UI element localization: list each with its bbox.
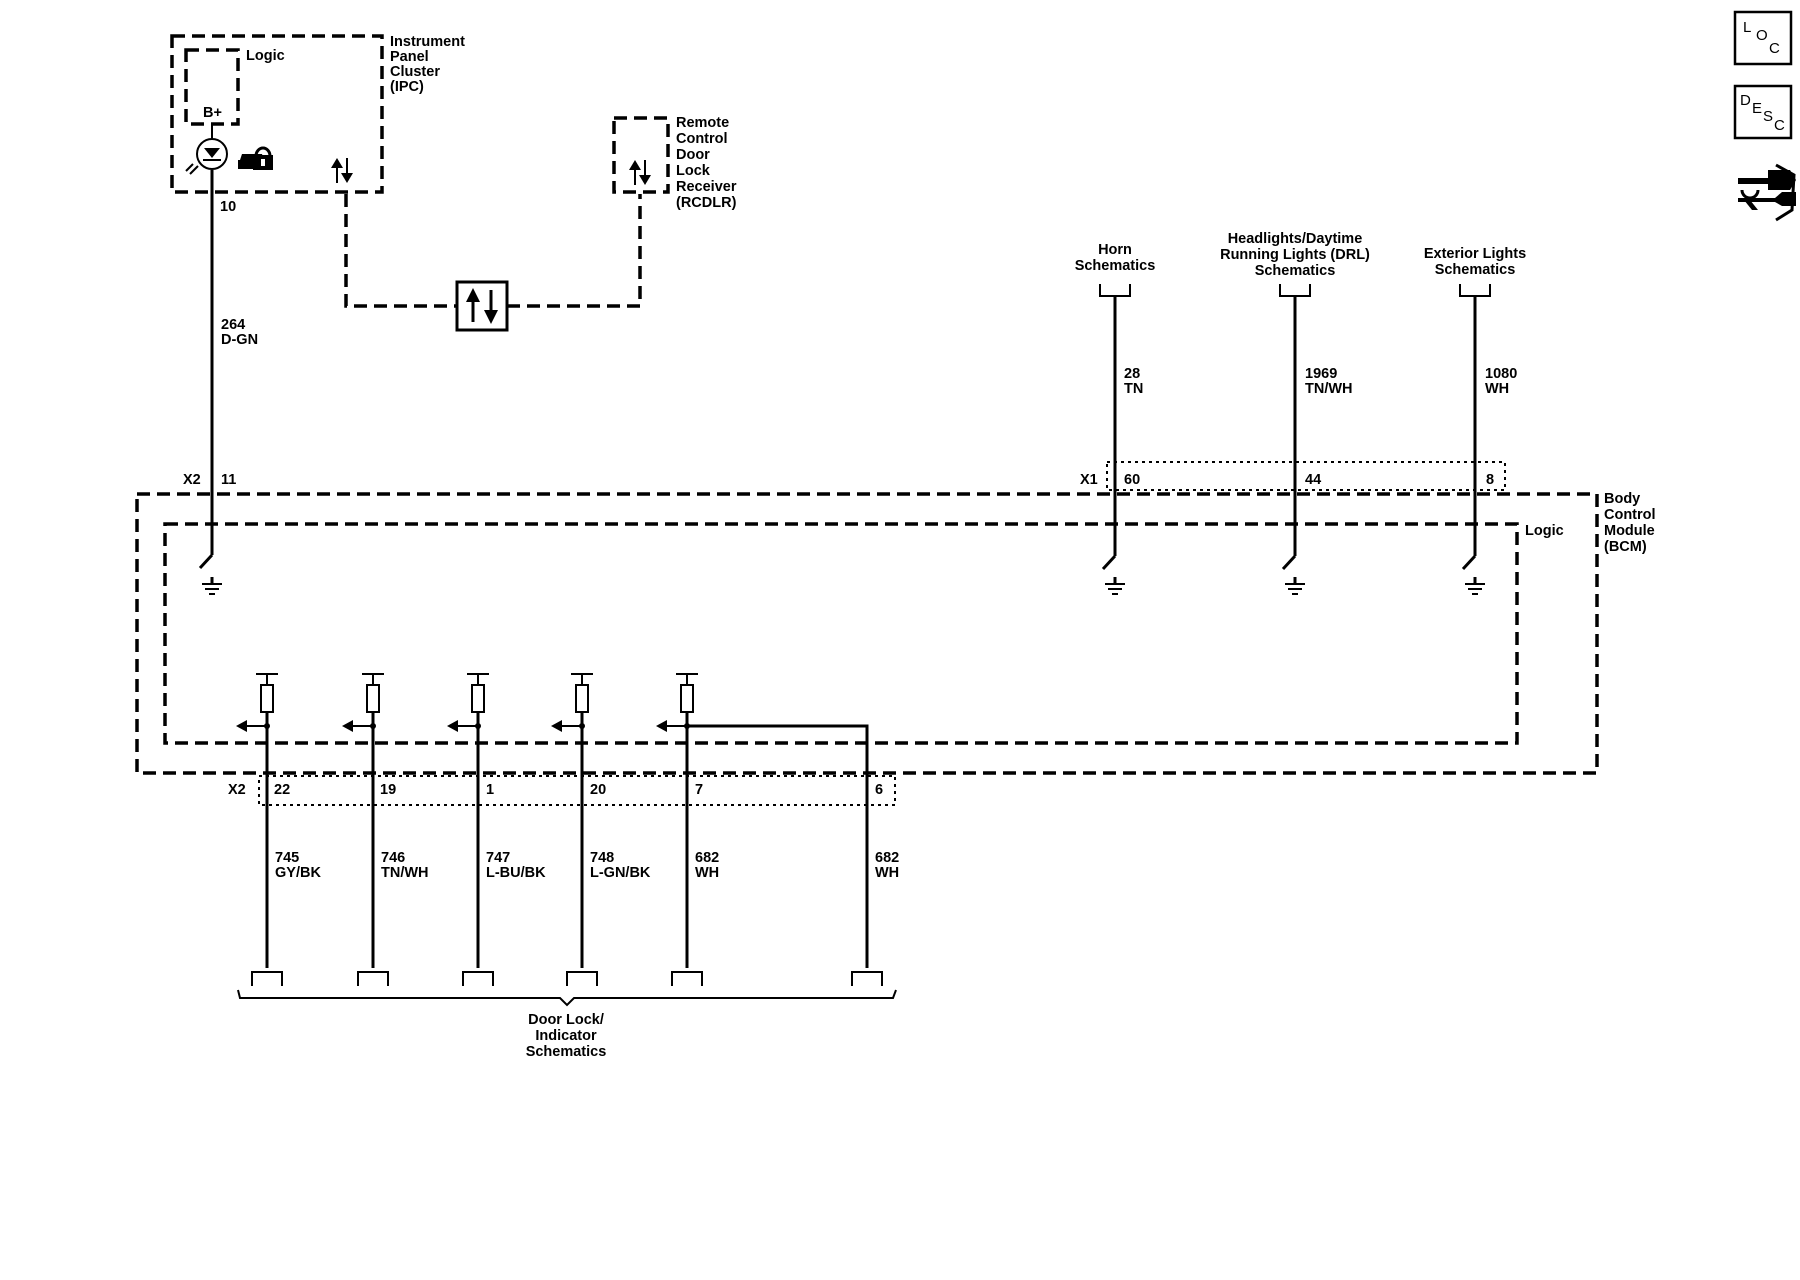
rcdlr-name-line2: Control [676, 131, 728, 147]
x2-pin-20: 20 [590, 782, 606, 798]
loc-char-l: L [1743, 19, 1751, 36]
ext-ref-line1: Exterior Lights [1424, 246, 1526, 262]
wire-264-circuit: 264 [221, 317, 245, 333]
wire-682a-color: WH [695, 865, 719, 881]
horn-wire-color: TN [1124, 381, 1143, 397]
rcdlr-name-line4: Lock [676, 163, 711, 179]
ext-wire-color: WH [1485, 381, 1509, 397]
rcdlr-boundary [612, 116, 670, 194]
rcdlr-name-line5: Receiver [676, 179, 737, 195]
rcdlr-name-line1: Remote [676, 115, 729, 131]
loc-char-o: O [1756, 27, 1768, 44]
wire-746-color: TN/WH [381, 865, 429, 881]
wire-746-circuit: 746 [381, 850, 405, 866]
rcdlr-name-line3: Door [676, 147, 710, 163]
door-lock-ref-line1: Door Lock/ [528, 1012, 604, 1028]
output-745: 745 GY/BK [236, 673, 321, 986]
wire-748-circuit: 748 [590, 850, 614, 866]
x2-pin-19: 19 [380, 782, 396, 798]
x1-pin-44: 44 [1305, 472, 1321, 488]
x1-connector [1106, 461, 1506, 491]
drl-ref-line2: Running Lights (DRL) [1220, 247, 1370, 263]
output-682-a: 682 WH [656, 673, 869, 986]
ipc-name-line1: Instrument [390, 34, 465, 50]
x2-bottom-connector-label: X2 [228, 782, 246, 798]
ipc-bplus-label: B+ [203, 105, 222, 121]
bcm-logic-label: Logic [1525, 523, 1564, 539]
ipc-name-line2: Panel [390, 49, 429, 65]
desc-char-s: S [1763, 108, 1773, 125]
bcm-name-line1: Body [1604, 491, 1640, 507]
horn-wire-circuit: 28 [1124, 366, 1140, 382]
drl-ref-line1: Headlights/Daytime [1228, 231, 1363, 247]
wire-748-color: L-GN/BK [590, 865, 651, 881]
wire-682b-circuit: 682 [875, 850, 899, 866]
desc-char-e: E [1752, 100, 1762, 117]
x1-connector-label: X1 [1080, 472, 1098, 488]
wire-682b-color: WH [875, 865, 899, 881]
ext-ref-line2: Schematics [1435, 262, 1516, 278]
desc-button[interactable]: D E S C [1733, 84, 1793, 140]
ipc-name-line3: Cluster [390, 64, 440, 80]
wire-747-color: L-BU/BK [486, 865, 546, 881]
ipc-boundary [170, 34, 384, 194]
serial-data-icon [455, 280, 509, 332]
x2-pin-7: 7 [695, 782, 703, 798]
wire-745-color: GY/BK [275, 865, 321, 881]
bcm-name-line3: Module [1604, 523, 1655, 539]
drl-wire-color: TN/WH [1305, 381, 1353, 397]
door-lock-ref-line2: Indicator [535, 1028, 597, 1044]
wire-745-circuit: 745 [275, 850, 299, 866]
horn-ref-line2: Schematics [1075, 258, 1156, 274]
horn-ref-line1: Horn [1098, 242, 1132, 258]
drl-wire-circuit: 1969 [1305, 366, 1337, 382]
bcm-logic-box [163, 522, 1519, 745]
x2-pin-22: 22 [274, 782, 290, 798]
output-746: 746 TN/WH [342, 673, 429, 986]
desc-char-c: C [1774, 117, 1785, 134]
door-lock-ref-line3: Schematics [526, 1044, 607, 1060]
input-switch-ipc [198, 553, 222, 595]
rcdlr-module: Remote Control Door Lock Receiver (RCDLR… [612, 115, 737, 211]
bcm-module: Logic Body Control Module (BCM) X2 11 X1… [135, 461, 1656, 806]
bcm-name-line4: (BCM) [1604, 539, 1647, 555]
x1-pin-60: 60 [1124, 472, 1140, 488]
ext-wire-circuit: 1080 [1485, 366, 1517, 382]
serial-data-icon [629, 160, 651, 185]
security-car-lock-icon [238, 146, 273, 170]
desc-char-d: D [1740, 92, 1751, 109]
connector-repair-icon[interactable] [1738, 163, 1796, 222]
output-682-b: 682 WH [851, 850, 899, 986]
led-icon [185, 138, 228, 175]
serial-data-icon [331, 158, 353, 183]
rcdlr-name-line6: (RCDLR) [676, 195, 737, 211]
ipc-name-line4: (IPC) [390, 79, 424, 95]
loc-button[interactable]: L O C [1733, 10, 1793, 66]
x2-bottom-connector [258, 775, 896, 806]
serial-data-bus [344, 194, 642, 332]
wire-264: 264 D-GN [210, 170, 258, 555]
output-748: 748 L-GN/BK [551, 673, 651, 986]
horn-reference: Horn Schematics 28 TN [1075, 242, 1156, 595]
wire-747-circuit: 747 [486, 850, 510, 866]
ipc-pin: 10 [220, 199, 236, 215]
bcm-name-line2: Control [1604, 507, 1656, 523]
exterior-lights-reference: Exterior Lights Schematics 1080 WH [1424, 246, 1526, 595]
x1-pin-8: 8 [1486, 472, 1494, 488]
door-lock-reference: Door Lock/ Indicator Schematics [237, 989, 897, 1060]
wire-682a-circuit: 682 [695, 850, 719, 866]
loc-char-c: C [1769, 40, 1780, 57]
ipc-module: Logic B+ Instrument Panel Cluster (IPC) … [170, 34, 465, 215]
x2-pin-6: 6 [875, 782, 883, 798]
drl-reference: Headlights/Daytime Running Lights (DRL) … [1220, 231, 1370, 595]
ipc-logic-label: Logic [246, 48, 285, 64]
wire-264-color: D-GN [221, 332, 258, 348]
output-747: 747 L-BU/BK [447, 673, 546, 986]
x2-pin-1: 1 [486, 782, 494, 798]
x2-top-pin: 11 [221, 472, 236, 488]
x2-top-connector: X2 [183, 472, 201, 488]
drl-ref-line3: Schematics [1255, 263, 1336, 279]
